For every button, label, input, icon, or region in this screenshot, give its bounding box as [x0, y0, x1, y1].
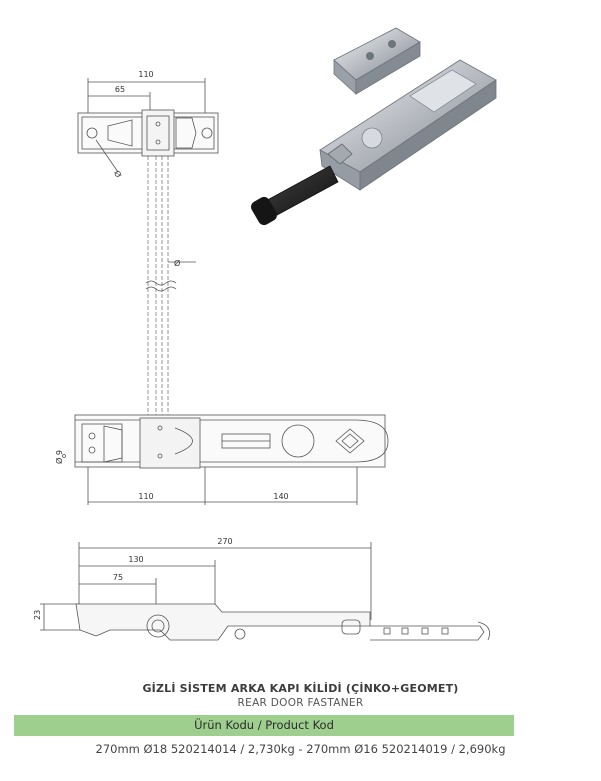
dim-top-overall: 110	[138, 70, 153, 79]
product-title-tr: GİZLİ SİSTEM ARKA KAPI KİLİDİ (ÇİNKO+GEO…	[142, 682, 459, 695]
dim-top-partial: 65	[115, 85, 125, 94]
dim-side-height: 23	[33, 610, 42, 620]
dim-side-mid: 130	[128, 555, 143, 564]
dim-top-hole: Ø	[112, 169, 124, 178]
dim-bottom-left: 110	[138, 492, 153, 501]
product-render	[251, 27, 497, 226]
side-view	[40, 542, 491, 641]
product-codes-line: 270mm Ø18 520214014 / 2,730kg - 270mm Ø1…	[95, 742, 506, 756]
product-code-band: Ürün Kodu / Product Kod	[14, 715, 514, 736]
rod	[147, 156, 169, 415]
product-title-en: REAR DOOR FASTANER	[237, 697, 364, 709]
dim-bottom-right: 140	[273, 492, 288, 501]
dim-rod: Ø	[174, 258, 180, 268]
front-view	[62, 414, 389, 505]
dim-side-overall: 270	[217, 537, 232, 546]
technical-drawing: 110 65 Ø Ø Ø 9 110 140 270 130 75 23	[33, 27, 497, 641]
product-code-header: Ürün Kodu / Product Kod	[194, 718, 334, 732]
dim-bottom-hole: Ø 9	[54, 450, 64, 464]
dim-side-small: 75	[113, 573, 123, 582]
top-view	[77, 78, 219, 173]
